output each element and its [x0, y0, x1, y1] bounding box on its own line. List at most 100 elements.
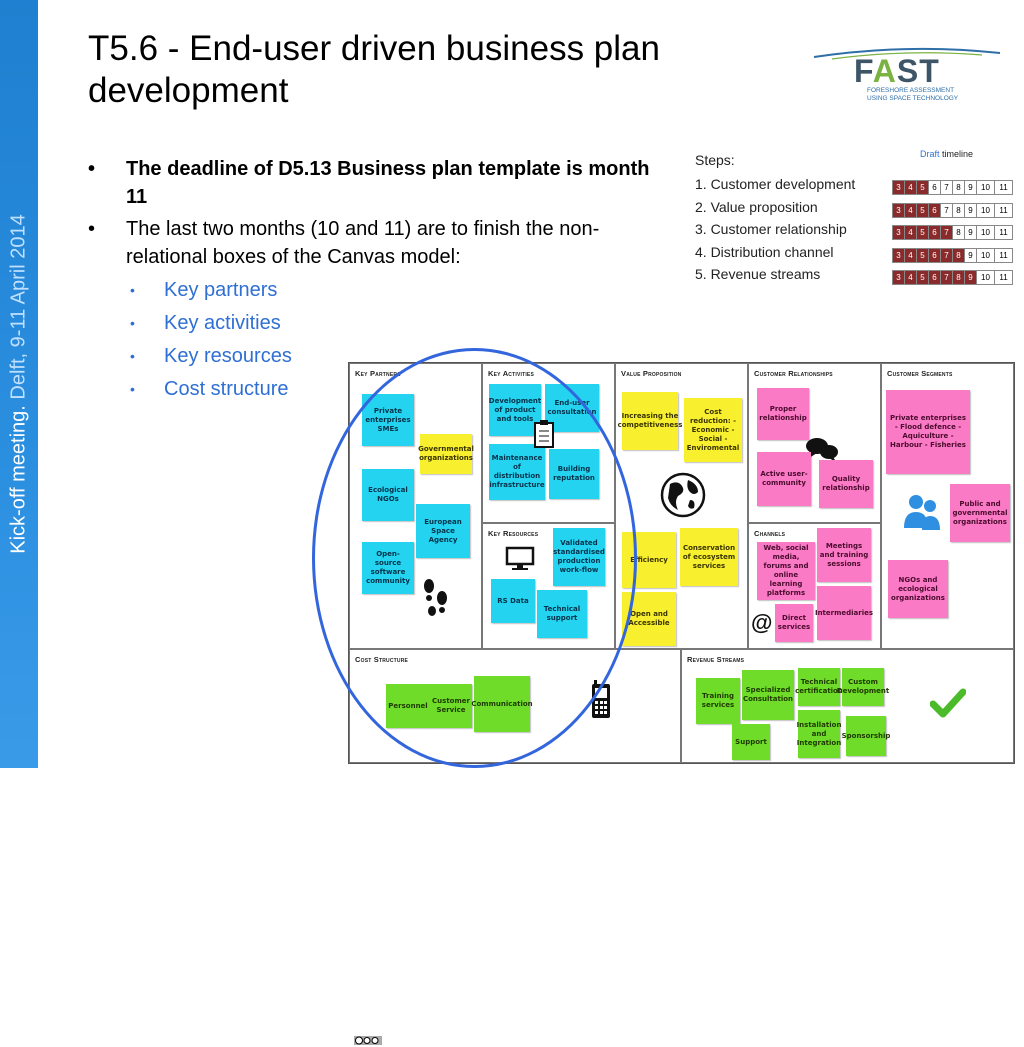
at-sign-icon: @ [751, 610, 773, 635]
note-rs-tech: Technical certification [795, 668, 843, 706]
timeline-cell: 10 [976, 225, 995, 240]
step-label: 3. Customer relationship [695, 221, 847, 237]
step-label: 4. Distribution channel [695, 243, 834, 260]
note-ch-direct: Direct services [775, 604, 813, 642]
timeline-cell: 11 [994, 225, 1013, 240]
people-icon [904, 495, 940, 530]
slide-title: T5.6 - End-user driven business plan dev… [88, 29, 660, 110]
section-title: Customer Segments [887, 369, 953, 378]
section-title: Revenue Streams [687, 655, 745, 664]
note-ka-maint: Maintenance of distribution infrastructu… [489, 444, 545, 500]
timeline-cell: 9 [964, 247, 977, 263]
bullet-item: •The last two months (10 and 11) are to … [88, 218, 600, 268]
section-title: Key Partners [355, 369, 401, 378]
timeline-cell: 11 [994, 247, 1013, 263]
section-value-proposition: Value Proposition Increasing the competi… [615, 363, 748, 649]
note-rs-support: Support [732, 724, 770, 760]
note-kp-ngo: Ecological NGOs [362, 469, 414, 521]
section-title: Customer Relationships [754, 369, 833, 378]
footprints-icon [424, 579, 447, 616]
sub-bullet-item: •Key partners [130, 279, 278, 301]
note-vp-open: Open and Accessible [622, 592, 676, 646]
note-kp-esa: European Space Agency [416, 504, 470, 558]
note-kr-valid: Validated standardised production work-f… [553, 528, 605, 586]
note-rs-spons: Sponsorship [842, 716, 890, 756]
note-rs-custom: Custom Development [837, 668, 889, 706]
note-rs-install: Installation and Integration [797, 710, 841, 758]
monitor-icon [505, 546, 535, 570]
note-cost-cs: Customer Service [430, 684, 472, 728]
note-ch-meet: Meetings and training sessions [817, 528, 871, 582]
step-label: 5. Revenue streams [695, 266, 821, 282]
note-vp-eff: Efficiency [622, 532, 676, 588]
phone-icon [592, 680, 610, 718]
section-key-activities: Key Activities Development of product an… [482, 363, 615, 523]
timeline-cell: 10 [976, 202, 995, 218]
note-rs-spec: Specialized Consultation [742, 670, 794, 720]
note-rs-training: Training services [696, 678, 740, 724]
bullet-item: •The deadline of D5.13 Business plan tem… [88, 158, 650, 208]
section-title: Key Resources [488, 529, 539, 538]
note-vp-cons: Conservation of ecosystem services [680, 528, 738, 586]
note-cs-private: Private enterprises - Flood defence - Aq… [886, 390, 970, 474]
note-kp-gov: Governmental organizations [418, 434, 474, 474]
timeline-cell: 10 [976, 247, 995, 263]
sidebar-text-main: Kick-off meeting. [7, 405, 30, 554]
section-revenue-streams: Revenue Streams Training services Specia… [681, 649, 1014, 763]
note-vp-compet: Increasing the competitiveness [618, 392, 682, 450]
sidebar-caption: Kick-off meeting. Delft, 9-11 April 2014 [0, 0, 38, 768]
section-key-resources: Key Resources Validated standardised pro… [482, 523, 615, 649]
timeline-cell: 11 [994, 180, 1013, 195]
sub-bullet-item: •Key activities [130, 312, 281, 334]
note-cr-quality: Quality relationship [819, 460, 873, 508]
section-cost-structure: Cost Structure Personnel Customer Servic… [349, 649, 681, 1045]
note-cs-public: Public and governmental organizations [950, 484, 1010, 542]
sub-bullet-item: •Key resources [130, 345, 292, 367]
section-customer-segments: Customer Segments Private enterprises - … [881, 363, 1014, 649]
note-vp-cost: Cost reduction: -Economic -Social - Envi… [684, 398, 742, 462]
note-ch-web: Web, social media, forums and online lea… [757, 542, 815, 600]
swoosh-icon [813, 47, 1001, 60]
note-ka-dev: Development of product and tools [489, 384, 541, 436]
note-kp-private: Private enterprises SMEs [362, 394, 414, 446]
timeline-cell: 6 [928, 225, 941, 240]
timeline-cell: 4 [904, 180, 917, 195]
bullet-list: •The deadline of D5.13 Business plan tem… [88, 155, 668, 403]
business-model-canvas: Key Partners Private enterprises SMEs Go… [348, 362, 1015, 1045]
steps-header: Steps: [695, 152, 735, 168]
section-channels: Channels Web, social media, forums and o… [748, 523, 881, 649]
checkmark-icon [930, 688, 966, 718]
section-title: Key Activities [488, 369, 534, 378]
note-kr-rs: RS Data [491, 579, 535, 623]
section-title: Channels [754, 529, 786, 538]
timeline-cell: 11 [994, 202, 1013, 218]
section-customer-relationships: Customer Relationships Proper relationsh… [748, 363, 881, 523]
note-cost-personnel: Personnel [386, 684, 430, 728]
sub-bullet-item: •Cost structure [130, 378, 289, 400]
note-kr-support: Technical support [537, 590, 587, 638]
step-label: 2. Value proposition [695, 198, 818, 215]
note-ch-inter: Intermediaries [815, 586, 873, 640]
draft-timeline-label: Draft timeline [920, 149, 974, 159]
section-title: Value Proposition [621, 369, 682, 378]
sidebar-band [0, 0, 38, 768]
globe-icon [660, 472, 706, 518]
speech-bubbles-icon [806, 438, 838, 463]
clipboard-icon [534, 420, 554, 448]
timeline-cell: 8 [952, 247, 965, 263]
timeline-cell: 10 [976, 270, 995, 285]
license-badge [354, 1036, 382, 1047]
timeline-cell: 11 [994, 270, 1013, 285]
